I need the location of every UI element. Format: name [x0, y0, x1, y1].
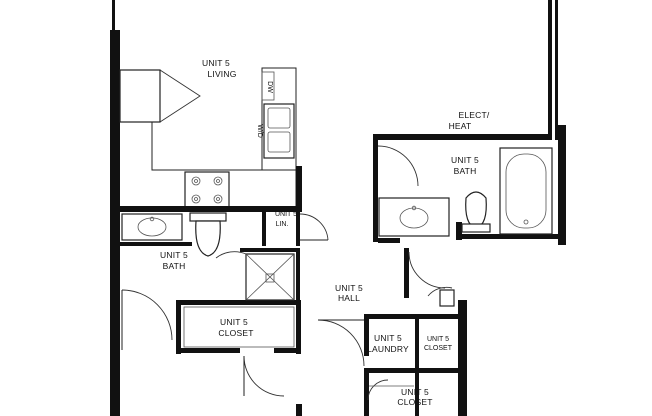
linen-door [299, 213, 329, 241]
bathtub [499, 147, 553, 235]
hall-doors [317, 251, 455, 401]
dishwasher-label: DW [266, 81, 273, 93]
toilet-tank [189, 212, 227, 222]
refrigerator [119, 69, 161, 123]
water-heater [439, 289, 455, 307]
closet-right-label-name: CLOSET [424, 345, 453, 352]
hall-label-unit: UNIT 5 [335, 283, 363, 293]
bath-right-label-unit: UNIT 5 [451, 155, 479, 165]
closet-right-label-unit: UNIT 5 [427, 336, 449, 343]
bath-left-label-unit: UNIT 5 [160, 250, 188, 260]
kitchen [119, 67, 297, 210]
linen-label-name: LIN. [276, 221, 289, 228]
closet-left-label-unit: UNIT 5 [220, 317, 248, 327]
kitchen-sink [263, 103, 295, 159]
vanity-right [378, 197, 450, 237]
right-bath-fixtures [377, 145, 553, 237]
living-label-name: LIVING [207, 69, 236, 79]
linen-label-unit: UNIT 5 [275, 211, 297, 218]
laundry-label-name: LAUNDRY [367, 344, 409, 354]
closet-left-doors [183, 306, 295, 397]
elect-label-line1: ELECT/ [459, 110, 490, 120]
bath-left-label-name: BATH [163, 261, 186, 271]
closet-left-label-name: CLOSET [218, 328, 253, 338]
elect-label-line2: HEAT [449, 121, 472, 131]
bath-right-label-name: BATH [454, 166, 477, 176]
room-labels: UNIT 5 LIVING ELECT/ HEAT UNIT 5 BATH UN… [160, 58, 490, 407]
washer-label: W/D [256, 124, 263, 138]
hall-label-name: HALL [338, 293, 360, 303]
exterior-walls [110, 0, 566, 416]
range [184, 171, 230, 209]
toilet-right [465, 191, 487, 229]
living-label-unit: UNIT 5 [202, 58, 230, 68]
closet-bottom-label-unit: UNIT 5 [401, 387, 429, 397]
interior-walls [120, 134, 560, 416]
left-bath-fixtures [121, 212, 295, 350]
closet-bottom-label-name: CLOSET [397, 397, 432, 407]
toilet-bowl [195, 220, 221, 257]
laundry-label-unit: UNIT 5 [374, 333, 402, 343]
